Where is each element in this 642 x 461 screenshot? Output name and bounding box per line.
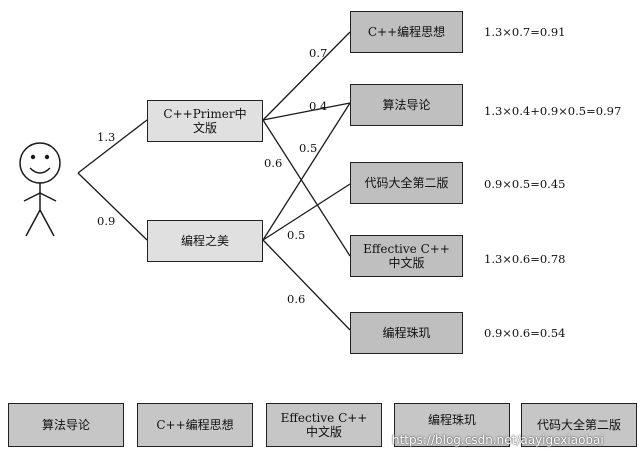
book-code-complete: 代码大全第二版 [350, 162, 463, 204]
user-head [19, 142, 61, 184]
user-smile [29, 167, 51, 174]
formula-effective-cpp: 1.3×0.6=0.78 [484, 252, 566, 266]
user-figure-icon [19, 142, 61, 237]
book-effective-cpp: Effective C++ 中文版 [350, 235, 463, 277]
weight-beauty-pearls: 0.6 [287, 292, 306, 306]
ranked-book-label: 代码大全第二版 [536, 418, 621, 432]
source-book-beauty-of-programming: 编程之美 [147, 220, 263, 262]
formula-algorithms: 1.3×0.4+0.9×0.5=0.97 [484, 104, 622, 118]
user-leg-left [25, 209, 41, 237]
weight-primer-effective: 0.6 [264, 156, 283, 170]
ranked-book-1: 算法导论 [8, 403, 124, 447]
ranked-book-label: 算法导论 [41, 418, 90, 432]
formula-programming-pearls: 0.9×0.6=0.54 [484, 326, 566, 340]
ranked-book-5: 代码大全第二版 [521, 403, 637, 447]
weight-user-primer: 1.3 [97, 130, 116, 144]
formula-code-complete: 0.9×0.5=0.45 [484, 177, 566, 191]
book-label: 算法导论 [382, 98, 431, 112]
weight-user-beauty: 0.9 [97, 214, 116, 228]
edge-beauty-algorithms [262, 102, 351, 241]
book-label: 代码大全第二版 [364, 176, 449, 190]
edge-primer-algorithms [262, 102, 351, 121]
book-label: Effective C++ [363, 242, 450, 256]
user-eye-right [44, 154, 50, 160]
ranked-book-label: C++编程思想 [156, 418, 234, 432]
edge-user-beauty [77, 172, 148, 241]
book-label: C++编程思想 [367, 25, 446, 39]
book-cpp-thinking: C++编程思想 [350, 11, 463, 53]
weight-primer-thinking: 0.7 [309, 46, 328, 60]
book-label: 编程珠玑 [382, 326, 431, 340]
ranked-book-label: 中文版 [305, 425, 342, 439]
edge-primer-thinking [262, 31, 351, 121]
weight-primer-algorithms: 0.4 [309, 99, 328, 113]
source-book-label: 编程之美 [180, 234, 229, 248]
book-algorithms: 算法导论 [350, 84, 463, 126]
source-book-label: 文版 [192, 121, 217, 135]
edge-beauty-codecomplete [262, 183, 351, 241]
source-book-cpp-primer: C++Primer中 文版 [147, 100, 263, 142]
user-arm-right [39, 192, 57, 202]
user-eye-left [30, 154, 36, 160]
ranked-book-4: 编程珠玑 [394, 403, 510, 447]
ranked-book-label: 编程珠玑 [427, 413, 476, 427]
user-leg-right [39, 209, 55, 237]
book-label: 中文版 [388, 256, 425, 270]
source-book-label: C++Primer中 [163, 107, 247, 121]
watermark-url: https://blog.csdn.net/aayigexiaobai [392, 433, 604, 447]
user-arm-left [23, 192, 41, 202]
formula-cpp-thinking: 1.3×0.7=0.91 [484, 25, 566, 39]
ranked-book-label: Effective C++ [280, 411, 368, 425]
edge-user-primer [77, 119, 148, 174]
weight-beauty-algorithms: 0.5 [299, 141, 318, 155]
ranked-book-3: Effective C++ 中文版 [266, 403, 382, 447]
edge-beauty-pearls [262, 239, 351, 331]
book-programming-pearls: 编程珠玑 [350, 312, 463, 354]
ranked-book-2: C++编程思想 [137, 403, 253, 447]
edge-primer-effective [262, 119, 351, 257]
weight-beauty-codecomplete: 0.5 [287, 228, 306, 242]
